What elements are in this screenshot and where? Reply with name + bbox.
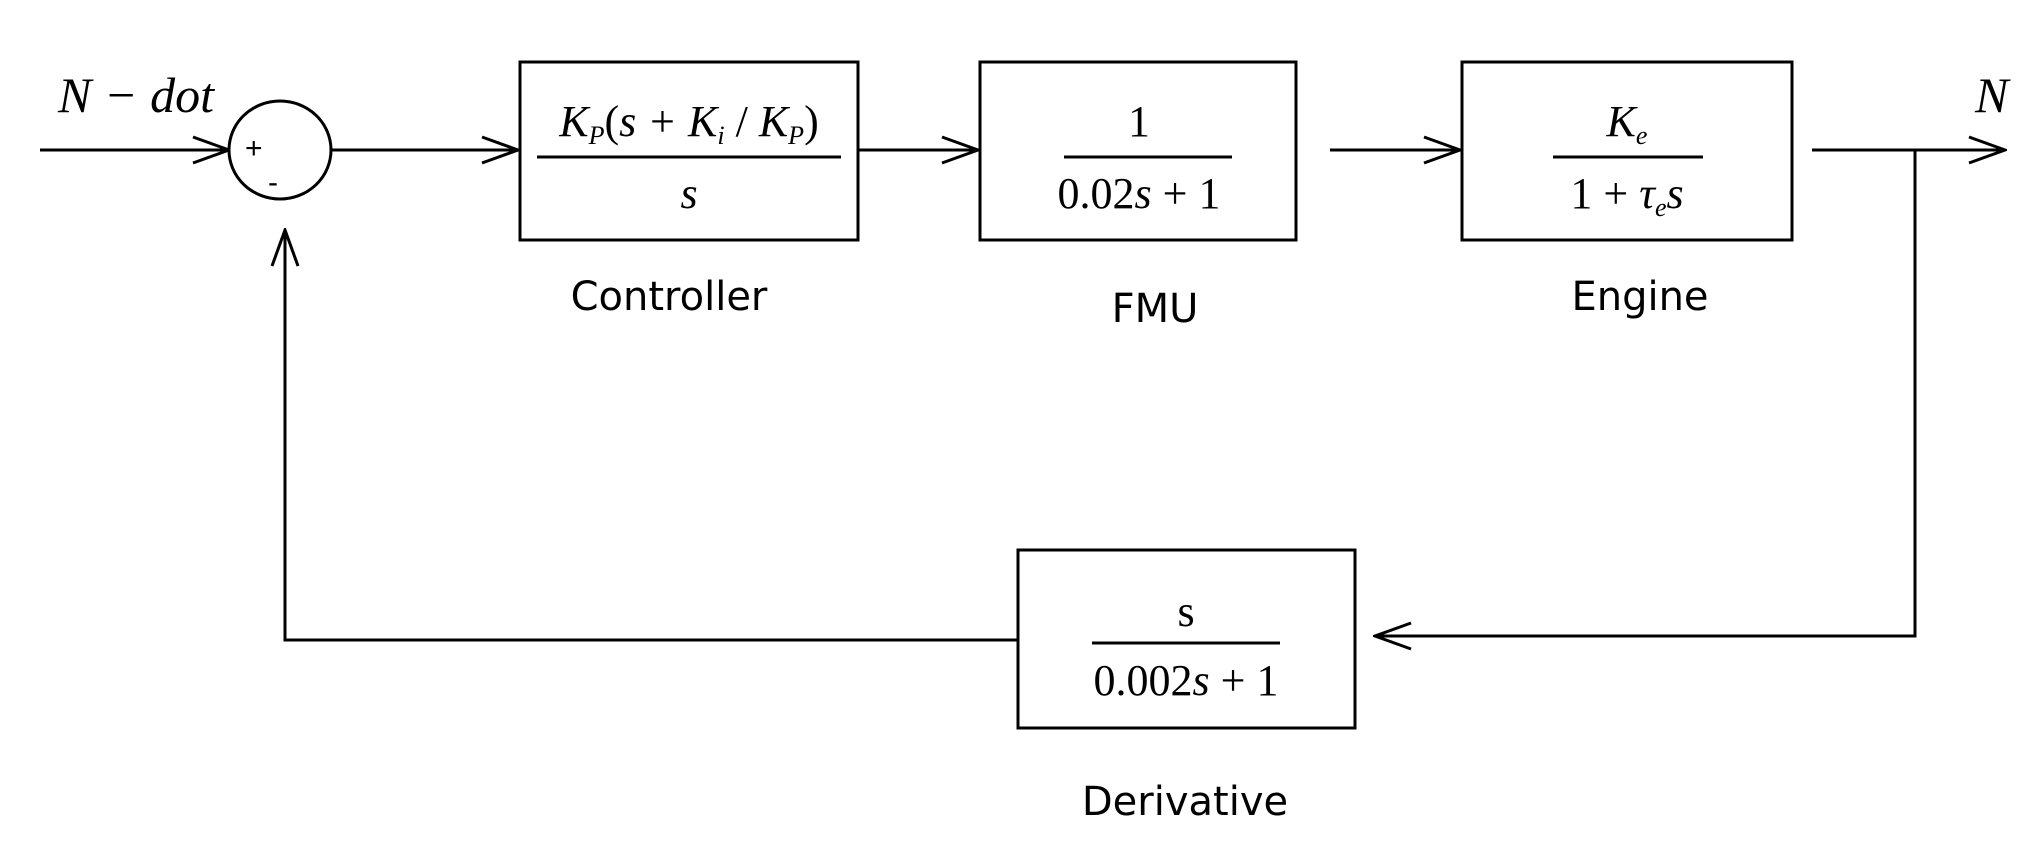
summing-junction: + - bbox=[227, 99, 333, 201]
derivative-numerator: s bbox=[1177, 587, 1194, 636]
fmu-denominator: 0.02s + 1 bbox=[1058, 169, 1221, 218]
controller-label: Controller bbox=[571, 274, 768, 320]
engine-denominator: 1 + τes bbox=[1570, 169, 1683, 222]
feedback-takeoff-line bbox=[1375, 150, 1917, 636]
fmu-numerator: 1 bbox=[1128, 97, 1150, 146]
controller-block: KP(s + Ki / KP) s bbox=[518, 60, 860, 242]
controller-numerator: KP(s + Ki / KP) bbox=[558, 97, 818, 150]
input-signal-label: N − dot bbox=[57, 67, 215, 123]
engine-label: Engine bbox=[1571, 274, 1708, 320]
minus-sign: - bbox=[268, 166, 278, 199]
feedback-return-line bbox=[285, 230, 1018, 642]
derivative-denominator: 0.002s + 1 bbox=[1094, 656, 1279, 705]
output-signal-label: N bbox=[1974, 67, 2011, 123]
derivative-block: s 0.002s + 1 bbox=[1016, 548, 1357, 730]
engine-block: Ke 1 + τes bbox=[1460, 60, 1794, 242]
plus-sign: + bbox=[245, 132, 263, 165]
fmu-label: FMU bbox=[1112, 286, 1199, 332]
fmu-block: 1 0.02s + 1 bbox=[978, 60, 1298, 242]
controller-denominator: s bbox=[680, 169, 697, 218]
derivative-label: Derivative bbox=[1082, 779, 1288, 825]
